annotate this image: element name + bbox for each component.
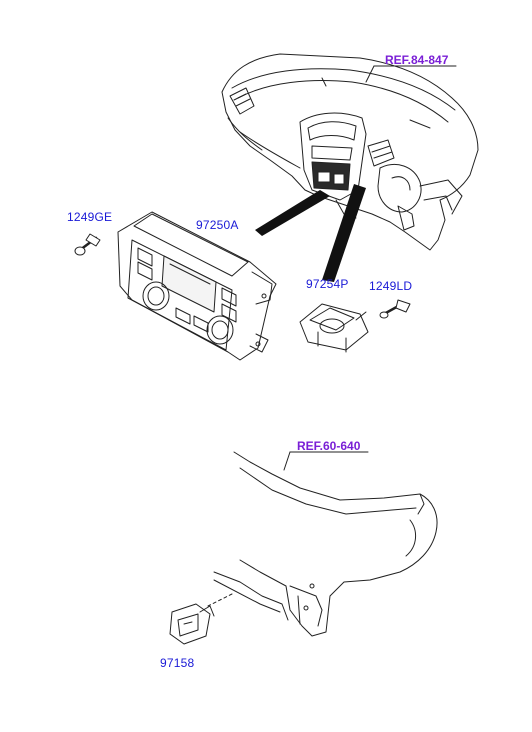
part-label-97250a[interactable]: 97250A [196,218,239,232]
climate-control-panel [117,211,277,361]
part-label-1249ld[interactable]: 1249LD [369,279,413,293]
switch-97254p [299,303,369,353]
part-label-1249ge[interactable]: 1249GE [67,210,113,224]
screw-1249ld [379,299,411,319]
reference-label-60-640[interactable]: REF.60-640 [297,439,361,453]
part-label-97158[interactable]: 97158 [160,656,195,670]
part-label-97254p[interactable]: 97254P [306,277,349,291]
reference-label-84-847[interactable]: REF.84-847 [385,53,449,67]
sensor-97158 [169,603,215,645]
crossmember-illustration [207,451,438,637]
dashboard-illustration [221,53,479,251]
screw-1249ge [74,233,101,256]
